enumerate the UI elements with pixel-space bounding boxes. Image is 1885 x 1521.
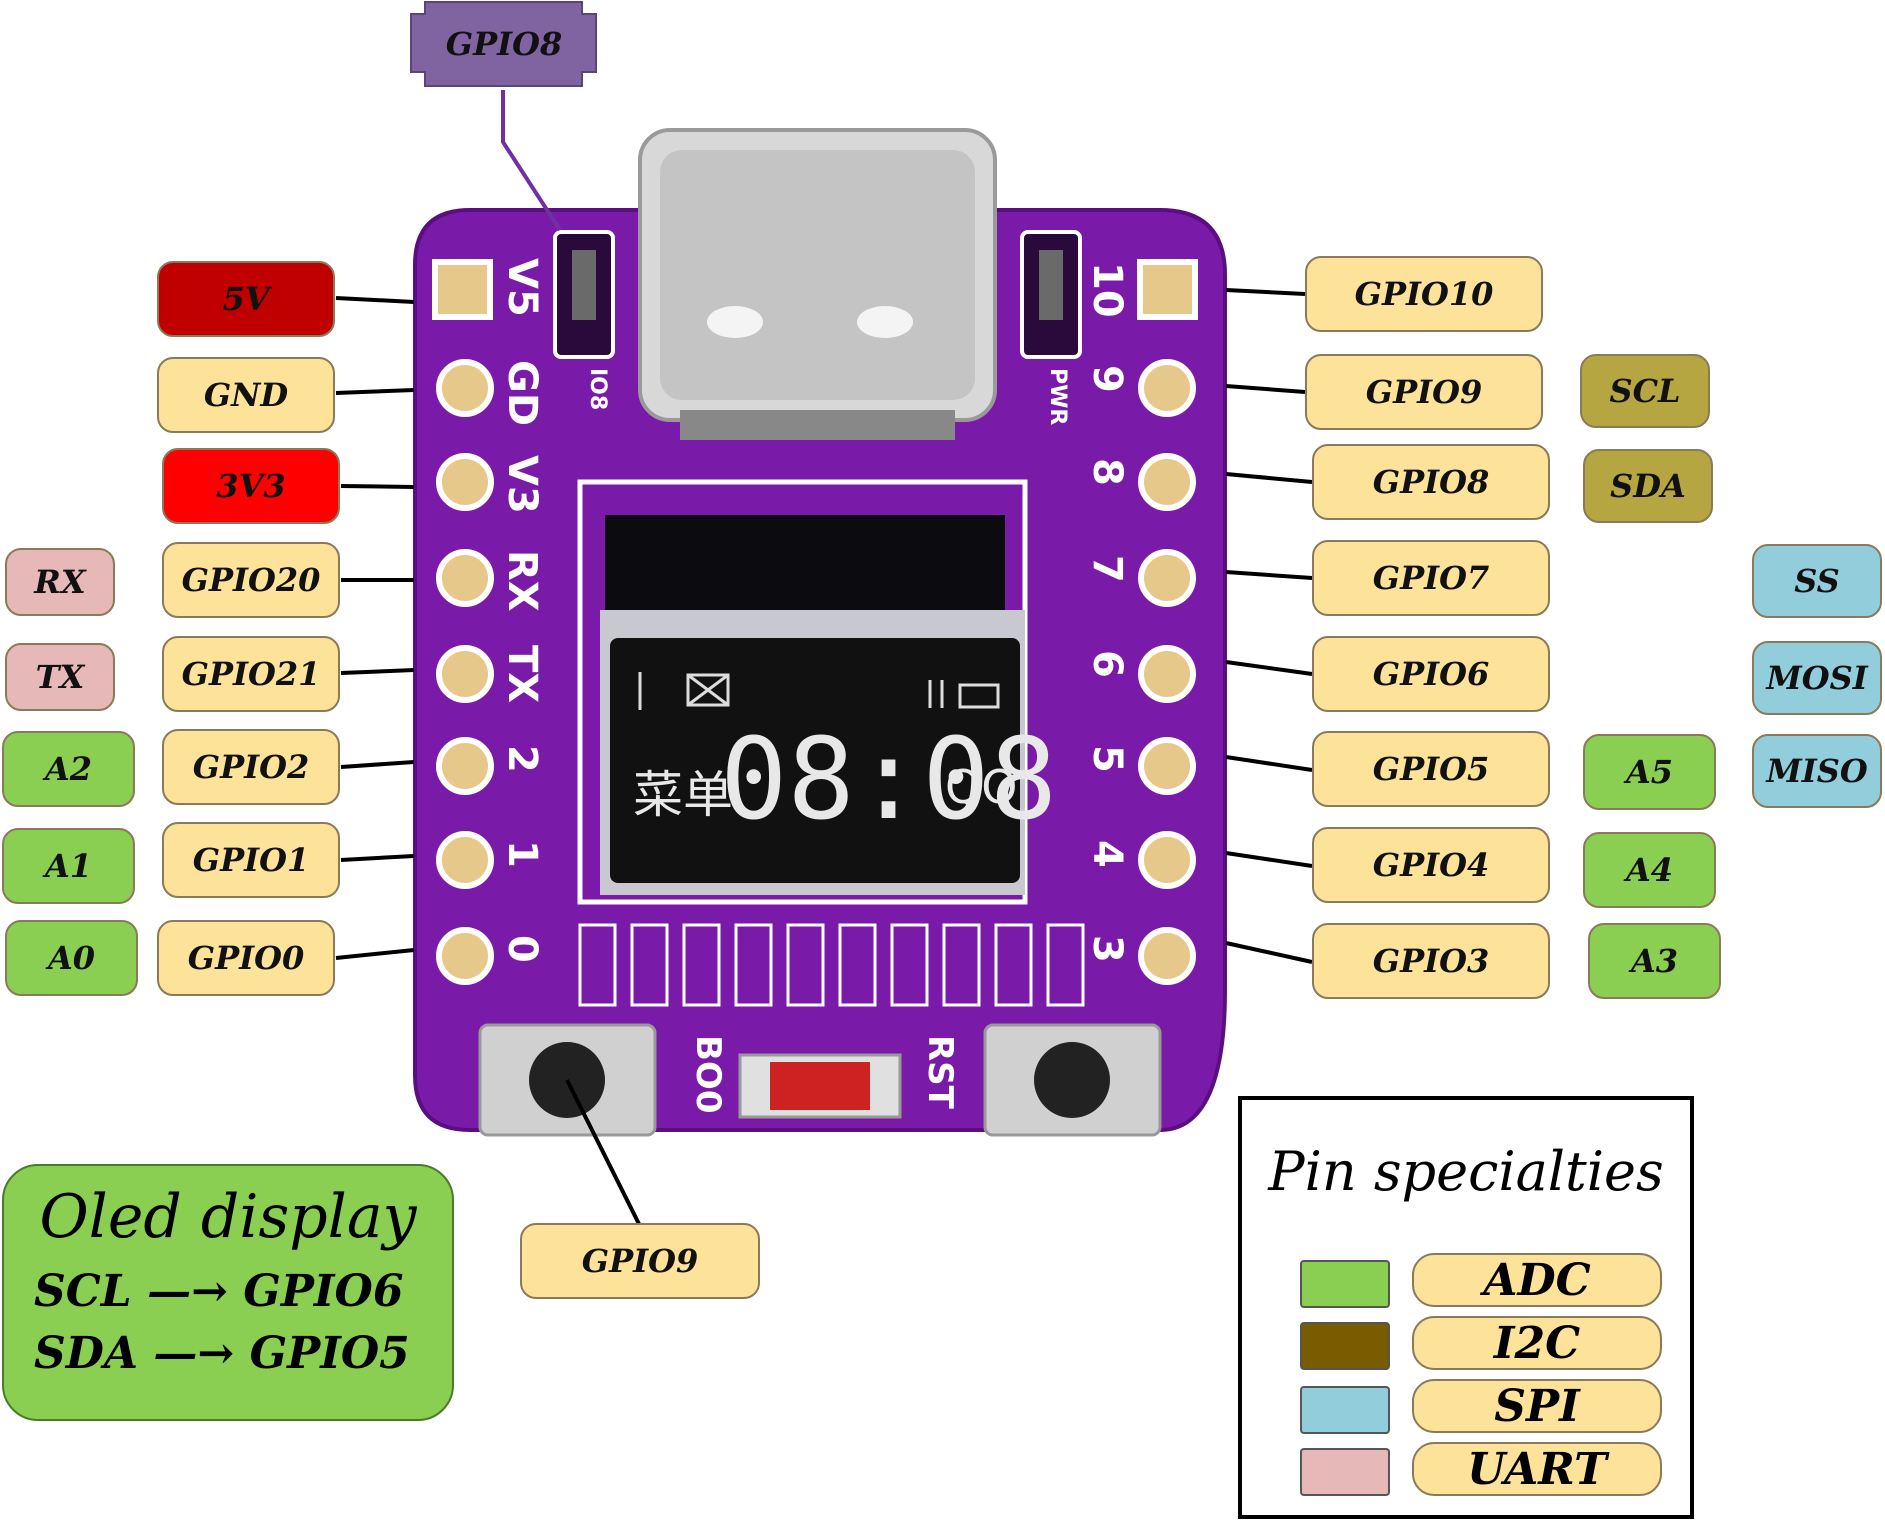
oled-menu-text: 菜单: [633, 755, 733, 827]
uart-rx-label: RX: [5, 548, 115, 616]
pin-gpio2-label: GPIO2: [162, 729, 340, 805]
silk-io8: IO8: [585, 368, 610, 410]
pin-square-right: [1140, 262, 1195, 317]
pin-gpio10-label: GPIO10: [1305, 256, 1543, 332]
silk-tx: TX: [499, 645, 545, 703]
spi-miso-label: MISO: [1752, 734, 1882, 808]
silk-2: 2: [499, 745, 545, 773]
oled-info-box: Oled display SCL —→ GPIO6 SDA —→ GPIO5: [2, 1164, 454, 1421]
oled-scl-gpio: GPIO6: [243, 1266, 403, 1317]
pin-gpio0-label: GPIO0: [157, 920, 335, 996]
silk-8: 8: [1084, 458, 1130, 486]
oled-sda-name: SDA: [34, 1328, 138, 1379]
pin-gpio1-label: GPIO1: [162, 822, 340, 898]
pin-gpio21-label: GPIO21: [162, 636, 340, 712]
silk-bo0: BO0: [688, 1035, 728, 1113]
silk-rst: RST: [920, 1035, 960, 1109]
adc-a1-label: A1: [2, 828, 135, 904]
silk-7: 7: [1084, 555, 1130, 583]
legend-swatch-adc: [1300, 1260, 1390, 1308]
silk-3: 3: [1084, 935, 1130, 963]
oled-scl-name: SCL: [34, 1266, 132, 1317]
silk-gd: GD: [499, 360, 545, 426]
spi-mosi-label: MOSI: [1752, 641, 1882, 715]
arrow-right-icon: —→: [147, 1266, 243, 1317]
oled-scl-line: SCL —→ GPIO6: [34, 1266, 403, 1317]
adc-a5-label: A5: [1583, 734, 1716, 810]
pin-specialties-legend: Pin specialties ADC I2C SPI UART: [1238, 1096, 1694, 1519]
pin-gpio20-label: GPIO20: [162, 542, 340, 618]
legend-swatch-uart: [1300, 1448, 1390, 1496]
legend-swatch-i2c: [1300, 1322, 1390, 1370]
oled-sda-gpio: GPIO5: [250, 1328, 410, 1379]
silk-v5: V5: [499, 258, 545, 317]
pin-gpio7-label: GPIO7: [1312, 540, 1550, 616]
legend-item-i2c: I2C: [1412, 1316, 1662, 1370]
legend-item-adc: ADC: [1412, 1253, 1662, 1307]
oled-qq-text: QQ: [945, 760, 1017, 814]
i2c-sda-label: SDA: [1583, 449, 1713, 523]
pin-3v3-label: 3V3: [162, 448, 340, 524]
silk-pwr: PWR: [1045, 368, 1070, 425]
oled-info-title: Oled display: [4, 1182, 452, 1252]
silk-1: 1: [499, 840, 545, 868]
silk-6: 6: [1084, 650, 1130, 678]
legend-item-spi: SPI: [1412, 1379, 1662, 1433]
adc-a4-label: A4: [1583, 832, 1716, 908]
silk-10: 10: [1084, 262, 1130, 318]
silk-5: 5: [1084, 745, 1130, 773]
uart-tx-label: TX: [5, 643, 115, 711]
boot-button-gpio9-label: GPIO9: [520, 1223, 760, 1299]
pin-gpio4-label: GPIO4: [1312, 827, 1550, 903]
pin-square-left: [435, 262, 490, 317]
adc-a3-label: A3: [1588, 923, 1721, 999]
legend-title: Pin specialties: [1242, 1140, 1690, 1203]
legend-swatch-spi: [1300, 1386, 1390, 1434]
silk-9: 9: [1084, 365, 1130, 393]
pin-gnd-label: GND: [157, 357, 335, 433]
silk-v3: V3: [499, 455, 545, 514]
pin-gpio5-label: GPIO5: [1312, 731, 1550, 807]
pin-gpio6-label: GPIO6: [1312, 636, 1550, 712]
pin-gpio9-label: GPIO9: [1305, 354, 1543, 430]
legend-item-uart: UART: [1412, 1442, 1662, 1496]
pin-gpio3-label: GPIO3: [1312, 923, 1550, 999]
arrow-right-icon: —→: [153, 1328, 249, 1379]
silk-0: 0: [499, 935, 545, 963]
adc-a0-label: A0: [5, 920, 138, 996]
adc-a2-label: A2: [2, 731, 135, 807]
spi-ss-label: SS: [1752, 544, 1882, 618]
pin-gpio8-label: GPIO8: [1312, 444, 1550, 520]
oled-sda-line: SDA —→ GPIO5: [34, 1328, 410, 1379]
oled-top-strip: [605, 515, 1005, 610]
pin-5v-label: 5V: [157, 261, 335, 337]
silk-4: 4: [1084, 840, 1130, 868]
i2c-scl-label: SCL: [1580, 354, 1710, 428]
silk-rx: RX: [499, 550, 545, 612]
gpio8-top-label: GPIO8: [425, 8, 583, 80]
